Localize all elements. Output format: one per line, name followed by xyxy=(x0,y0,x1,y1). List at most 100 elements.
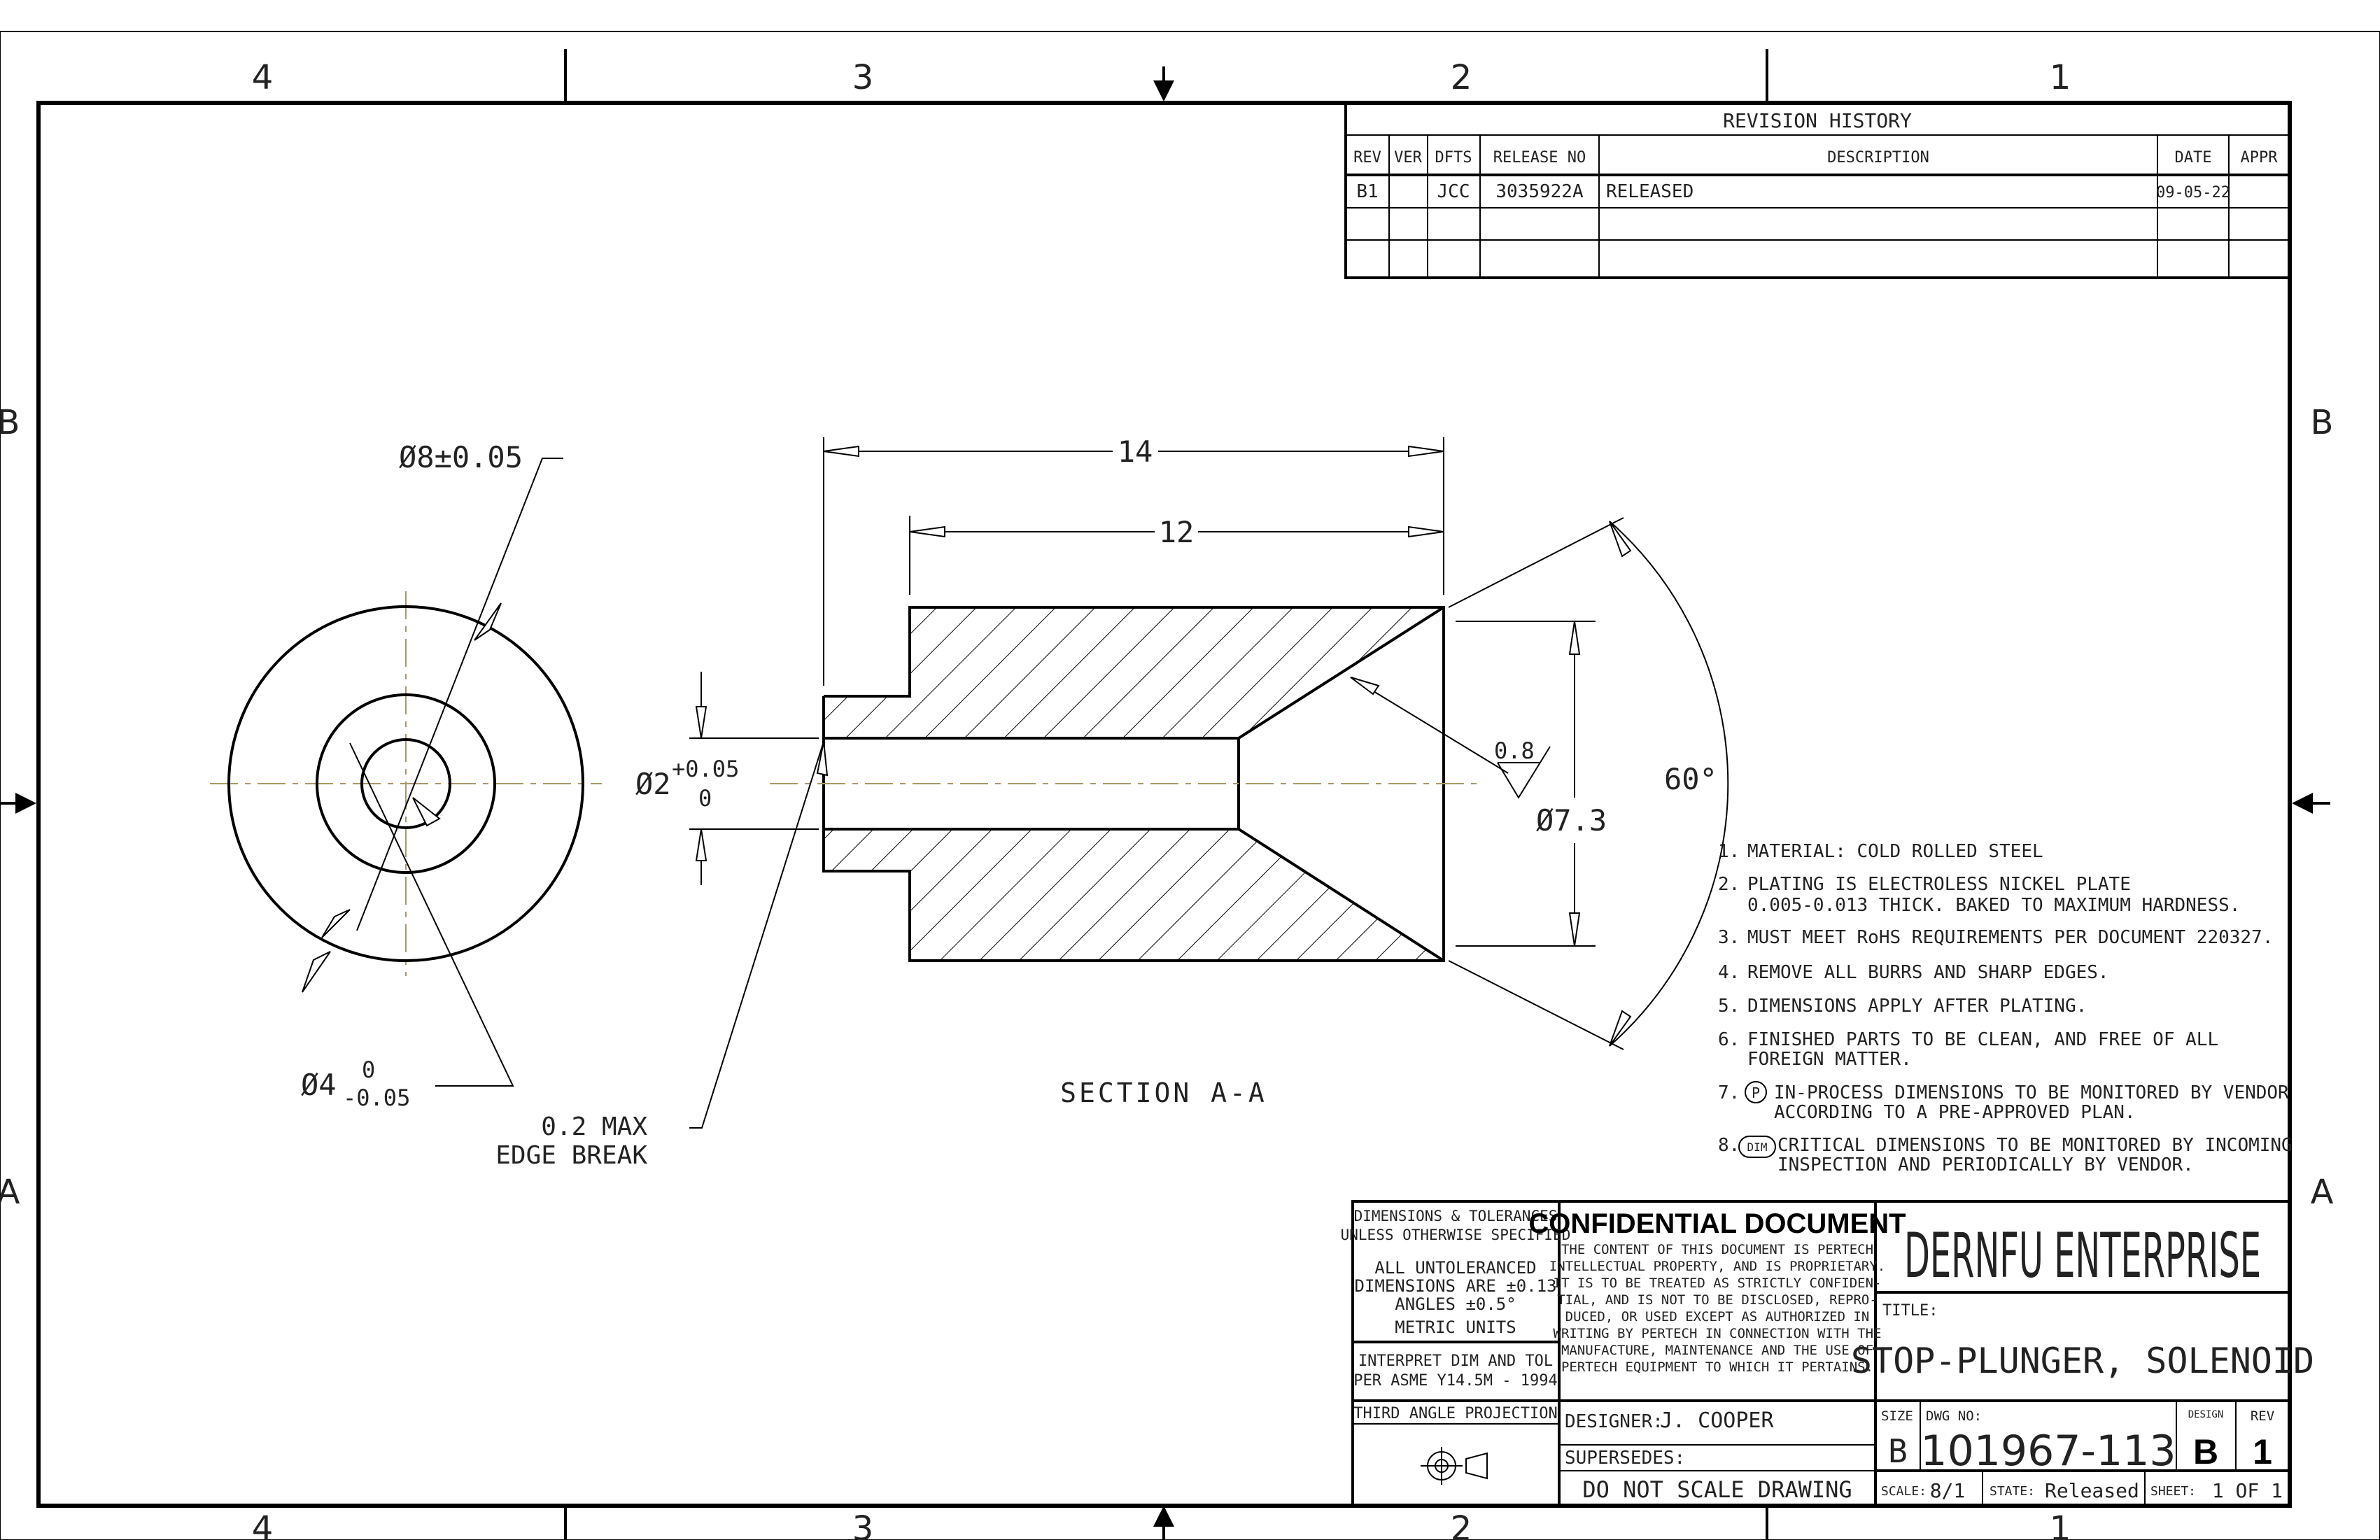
dim-cone-angle: 60° xyxy=(1664,762,1717,796)
drawing-title: STOP-PLUNGER, SOLENOID xyxy=(1851,1341,2314,1381)
tol-line3: ALL UNTOLERANCED xyxy=(1374,1258,1536,1278)
end-view xyxy=(210,458,602,1087)
tol-line6: METRIC UNITS xyxy=(1395,1318,1516,1337)
state-label: STATE: xyxy=(1990,1484,2035,1499)
dim-outer-diameter: Ø8±0.05 xyxy=(399,440,523,474)
do-not-scale: DO NOT SCALE DRAWING xyxy=(1582,1476,1852,1503)
note-7-line2: ACCORDING TO A PRE-APPROVED PLAN. xyxy=(1774,1102,2136,1123)
tol-line2: UNLESS OTHERWISE SPECIFIED xyxy=(1341,1227,1571,1243)
zone-left-a: A xyxy=(0,1173,20,1212)
note-1-line1: MATERIAL: COLD ROLLED STEEL xyxy=(1747,841,2043,862)
notes: 1. MATERIAL: COLD ROLLED STEEL 2. PLATIN… xyxy=(1718,841,2293,1175)
tol-line4: DIMENSIONS ARE ±0.13 xyxy=(1355,1276,1557,1296)
note-6-line1: FINISHED PARTS TO BE CLEAN, AND FREE OF … xyxy=(1747,1029,2218,1050)
rev-header-date: DATE xyxy=(2175,149,2212,167)
dim-cone-diameter: Ø7.3 xyxy=(1536,803,1607,838)
dim-bore-tol-upper: +0.05 xyxy=(672,756,739,782)
dim-inner-tol-upper: 0 xyxy=(362,1057,375,1083)
designer-value: J. COOPER xyxy=(1660,1408,1774,1433)
surface-finish-value: 0.8 xyxy=(1494,737,1535,764)
note-8-num: 8. xyxy=(1718,1135,1740,1156)
supersedes-label: SUPERSEDES: xyxy=(1565,1448,1685,1469)
note-4-line1: REMOVE ALL BURRS AND SHARP EDGES. xyxy=(1747,962,2109,983)
zone-top-3: 3 xyxy=(852,58,874,97)
scale-label: SCALE: xyxy=(1881,1484,1927,1499)
note-8-symbol: DIM xyxy=(1747,1140,1768,1154)
rev-row-rev: B1 xyxy=(1356,181,1378,202)
rev-header-dfts: DFTS xyxy=(1435,149,1472,167)
scale-value: 8/1 xyxy=(1930,1479,1966,1502)
rev-header-appr: APPR xyxy=(2241,149,2279,167)
bore-circle xyxy=(360,738,451,829)
note-5-num: 5. xyxy=(1718,996,1740,1017)
dim-inner-diameter: Ø4 xyxy=(301,1068,337,1102)
rev-header-rev: REV xyxy=(1353,149,1381,167)
zone-bottom-4: 4 xyxy=(252,1509,274,1540)
note-8-line2: INSPECTION AND PERIODICALLY BY VENDOR. xyxy=(1777,1154,2194,1175)
revision-history-table: REVISION HISTORY REV VER DFTS RELEASE NO… xyxy=(1344,101,2291,279)
confidential-text-3: IT IS TO BE TREATED AS STRICTLY CONFIDEN… xyxy=(1554,1276,1882,1291)
title-block: DIMENSIONS & TOLERANCES UNLESS OTHERWISE… xyxy=(1341,1200,2314,1507)
section-view xyxy=(689,437,1729,1129)
zone-right-b: B xyxy=(2311,403,2334,442)
design-label: DESIGN xyxy=(2188,1409,2224,1420)
sheet-label: SHEET: xyxy=(2150,1484,2196,1499)
rev-row-date: 09-05-22 xyxy=(2156,184,2230,202)
zone-left-b: B xyxy=(0,403,20,442)
tol-line1: DIMENSIONS & TOLERANCES xyxy=(1354,1208,1558,1224)
zone-bottom-2: 2 xyxy=(1451,1509,1472,1540)
note-3-num: 3. xyxy=(1718,927,1740,948)
confidential-text-8: PERTECH EQUIPMENT TO WHICH IT PERTAINS. xyxy=(1561,1359,1873,1375)
outer-border xyxy=(0,31,2380,1540)
state-value: Released xyxy=(2045,1479,2139,1502)
designer-label: DESIGNER: xyxy=(1565,1411,1663,1432)
confidential-text-2: INTELLECTUAL PROPERTY, AND IS PROPRIETAR… xyxy=(1549,1259,1885,1274)
dim-bore-tol-lower: 0 xyxy=(698,785,712,812)
dim-length-total: 14 xyxy=(1118,435,1153,469)
note-7-line1: IN-PROCESS DIMENSIONS TO BE MONITORED BY… xyxy=(1774,1082,2289,1103)
rev-row-release: 3035922A xyxy=(1495,181,1584,202)
zone-bottom-3: 3 xyxy=(852,1509,874,1540)
interpret-line2: PER ASME Y14.5M - 1994 xyxy=(1353,1372,1557,1390)
rev-row-dfts: JCC xyxy=(1437,181,1470,202)
dim-bore-diameter: Ø2 xyxy=(635,767,671,801)
inner-border xyxy=(36,101,2292,1508)
critical-dim-symbol-icon xyxy=(1738,1136,1776,1158)
note-2-num: 2. xyxy=(1718,874,1740,895)
note-3-line1: MUST MEET RoHS REQUIREMENTS PER DOCUMENT… xyxy=(1747,927,2273,948)
middle-circle xyxy=(316,693,496,874)
sheet-value: 1 OF 1 xyxy=(2212,1479,2283,1502)
note-6-line2: FOREIGN MATTER. xyxy=(1747,1049,1912,1070)
rev-header-release: RELEASE NO xyxy=(1493,149,1586,167)
zone-right-a: A xyxy=(2311,1173,2334,1212)
note-8-line1: CRITICAL DIMENSIONS TO BE MONITORED BY I… xyxy=(1777,1135,2293,1156)
dim-inner-tol-lower: -0.05 xyxy=(343,1085,410,1111)
confidential-text-7: MANUFACTURE, MAINTENANCE AND THE USE OF xyxy=(1561,1343,1873,1358)
zone-top-2: 2 xyxy=(1451,58,1472,97)
rev-header-description: DESCRIPTION xyxy=(1827,149,1929,167)
title-label: TITLE: xyxy=(1882,1302,1938,1320)
revision-history-title: REVISION HISTORY xyxy=(1723,109,1912,132)
interpret-line1: INTERPRET DIM AND TOL xyxy=(1358,1352,1553,1370)
outer-circle xyxy=(227,605,584,962)
edge-break-line1: 0.2 MAX xyxy=(541,1112,647,1141)
tol-line5: ANGLES ±0.5° xyxy=(1395,1294,1516,1314)
confidential-text-6: WRITING BY PERTECH IN CONNECTION WITH TH… xyxy=(1554,1326,1882,1341)
section-label: SECTION A-A xyxy=(1060,1078,1267,1108)
zone-dividers xyxy=(564,49,1768,1540)
zone-bottom-1: 1 xyxy=(2050,1509,2071,1540)
confidential-text-1: THE CONTENT OF THIS DOCUMENT IS PERTECH xyxy=(1561,1242,1873,1257)
note-6-num: 6. xyxy=(1718,1029,1740,1050)
zone-top-4: 4 xyxy=(252,58,274,97)
note-7-symbol: P xyxy=(1752,1085,1760,1101)
edge-break-line2: EDGE BREAK xyxy=(495,1141,647,1170)
design-value: B xyxy=(2193,1432,2218,1471)
third-angle-projection-icon xyxy=(1421,1447,1488,1485)
in-process-symbol-icon xyxy=(1745,1081,1767,1103)
rev-label: REV xyxy=(2251,1408,2274,1424)
note-2-line2: 0.005-0.013 THICK. BAKED TO MAXIMUM HARD… xyxy=(1747,895,2240,916)
size-value: B xyxy=(1888,1432,1908,1470)
confidential-title: CONFIDENTIAL DOCUMENT xyxy=(1528,1208,1906,1239)
rev-header-ver: VER xyxy=(1394,149,1422,167)
